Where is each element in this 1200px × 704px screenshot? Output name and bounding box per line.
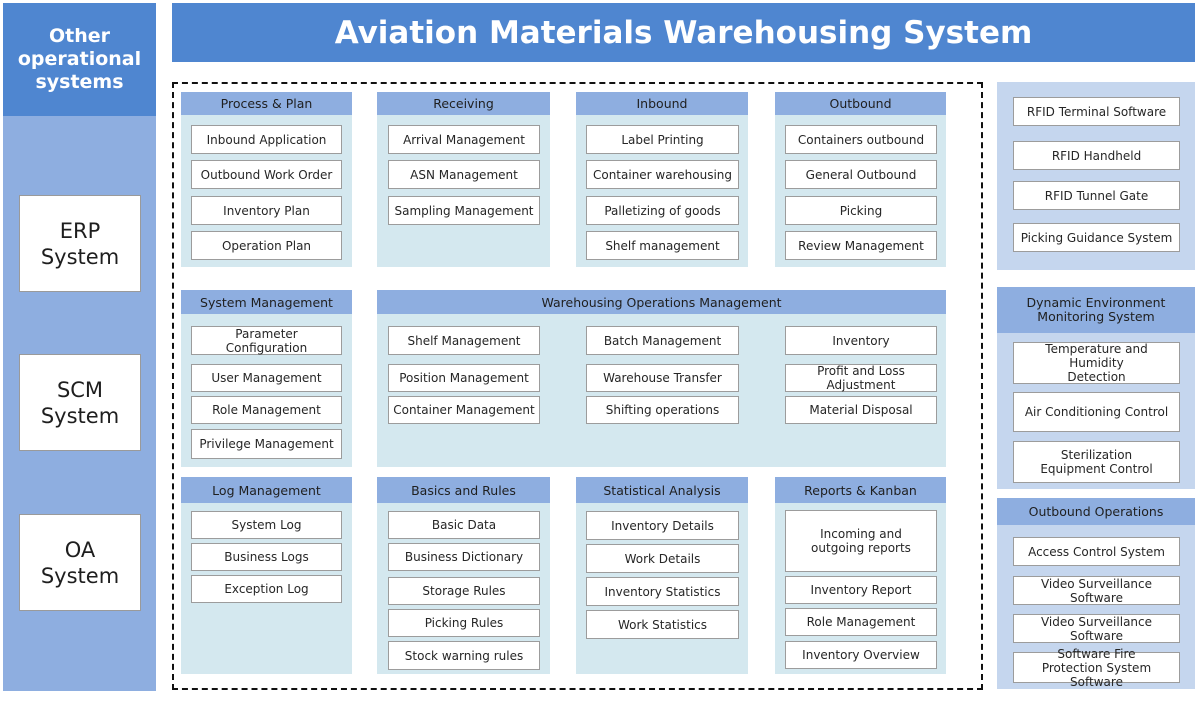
item-inventory-report: Inventory Report <box>785 576 937 604</box>
item-containers-outbound: Containers outbound <box>785 125 937 154</box>
item-picking: Picking <box>785 196 937 225</box>
item-position-management: Position Management <box>388 364 540 392</box>
item-material-disposal: Material Disposal <box>785 396 937 424</box>
item-work-statistics: Work Statistics <box>586 610 739 639</box>
item-rfid-terminal-software: RFID Terminal Software <box>1013 97 1180 126</box>
page-title: Aviation Materials Warehousing System <box>172 3 1195 62</box>
item-batch-management: Batch Management <box>586 326 739 355</box>
panel-log-management-title: Log Management <box>181 477 352 503</box>
item-label-printing: Label Printing <box>586 125 739 154</box>
item-picking-rules: Picking Rules <box>388 609 540 637</box>
item-shifting-operations: Shifting operations <box>586 396 739 424</box>
item-software-fire-protection: Software Fire Protection System Software <box>1013 647 1180 689</box>
item-basic-data: Basic Data <box>388 511 540 539</box>
item-profit-loss-adjustment: Profit and Loss Adjustment <box>785 364 937 392</box>
item-rfid-tunnel-gate: RFID Tunnel Gate <box>1013 181 1180 210</box>
oa-system-box: OA System <box>19 514 141 611</box>
item-asn-management: ASN Management <box>388 160 540 189</box>
panel-basics-rules-title: Basics and Rules <box>377 477 550 503</box>
panel-outbound-title: Outbound <box>775 92 946 115</box>
item-container-management: Container Management <box>388 396 540 424</box>
item-picking-guidance-system: Picking Guidance System <box>1013 223 1180 252</box>
item-storage-rules: Storage Rules <box>388 577 540 605</box>
item-container-warehousing: Container warehousing <box>586 160 739 189</box>
item-role-management-report: Role Management <box>785 608 937 636</box>
item-operation-plan: Operation Plan <box>191 231 342 260</box>
panel-statistical-analysis-title: Statistical Analysis <box>576 477 748 503</box>
panel-warehousing-operations-title: Warehousing Operations Management <box>377 290 946 314</box>
item-inventory-details: Inventory Details <box>586 511 739 540</box>
item-warehouse-transfer: Warehouse Transfer <box>586 364 739 392</box>
core-modules-frame <box>172 82 983 690</box>
panel-system-management-title: System Management <box>181 290 352 314</box>
panel-statistical-analysis <box>576 477 748 674</box>
item-shelf-management: Shelf management <box>586 231 739 260</box>
item-rfid-handheld: RFID Handheld <box>1013 141 1180 170</box>
item-air-conditioning-control: Air Conditioning Control <box>1013 392 1180 432</box>
item-palletizing-of-goods: Palletizing of goods <box>586 196 739 225</box>
panel-inbound-title: Inbound <box>576 92 748 115</box>
erp-system-box: ERP System <box>19 195 141 292</box>
item-video-surveillance-software-1: Video Surveillance Software <box>1013 576 1180 605</box>
item-outbound-work-order: Outbound Work Order <box>191 160 342 189</box>
item-inventory-statistics: Inventory Statistics <box>586 577 739 606</box>
item-system-log: System Log <box>191 511 342 539</box>
item-access-control-system: Access Control System <box>1013 537 1180 566</box>
item-temperature-humidity-detection: Temperature and Humidity Detection <box>1013 342 1180 384</box>
item-parameter-configuration: Parameter Configuration <box>191 326 342 355</box>
item-sterilization-equipment-control: Sterilization Equipment Control <box>1013 441 1180 483</box>
item-inventory-overview: Inventory Overview <box>785 641 937 669</box>
panel-process-plan-title: Process & Plan <box>181 92 352 115</box>
item-inventory: Inventory <box>785 326 937 355</box>
item-general-outbound: General Outbound <box>785 160 937 189</box>
item-role-management: Role Management <box>191 396 342 424</box>
item-work-details: Work Details <box>586 544 739 573</box>
item-user-management: User Management <box>191 364 342 392</box>
item-sampling-management: Sampling Management <box>388 196 540 225</box>
item-exception-log: Exception Log <box>191 575 342 603</box>
panel-reports-kanban-title: Reports & Kanban <box>775 477 946 503</box>
panel-environment-monitoring-title: Dynamic Environment Monitoring System <box>997 287 1195 333</box>
item-video-surveillance-software-2: Video Surveillance Software <box>1013 614 1180 643</box>
panel-outbound-operations-title: Outbound Operations <box>997 498 1195 525</box>
item-inventory-plan: Inventory Plan <box>191 196 342 225</box>
item-incoming-outgoing-reports: Incoming and outgoing reports <box>785 510 937 572</box>
other-systems-title: Other operational systems <box>3 3 156 116</box>
item-shelf-management-ops: Shelf Management <box>388 326 540 355</box>
scm-system-box: SCM System <box>19 354 141 451</box>
item-business-logs: Business Logs <box>191 543 342 571</box>
item-business-dictionary: Business Dictionary <box>388 543 540 571</box>
item-privilege-management: Privilege Management <box>191 429 342 459</box>
item-stock-warning-rules: Stock warning rules <box>388 641 540 670</box>
panel-receiving-title: Receiving <box>377 92 550 115</box>
item-inbound-application: Inbound Application <box>191 125 342 154</box>
item-arrival-management: Arrival Management <box>388 125 540 154</box>
item-review-management: Review Management <box>785 231 937 260</box>
